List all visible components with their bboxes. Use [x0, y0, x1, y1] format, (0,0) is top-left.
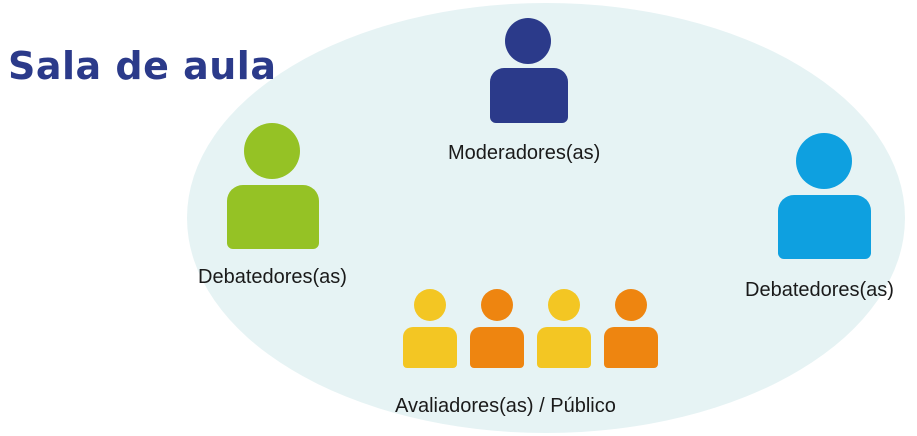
left-debater-body	[227, 185, 319, 249]
audience-person-3-icon	[537, 289, 591, 368]
audience-person-4-head	[615, 289, 647, 321]
left-debater-head	[244, 123, 300, 179]
right-debater-body	[778, 195, 871, 259]
right-debater-head	[796, 133, 852, 189]
diagram-title: Sala de aula	[8, 44, 277, 88]
moderator-body	[490, 68, 568, 123]
audience-person-3-body	[537, 327, 591, 368]
audience-person-1-body	[403, 327, 457, 368]
right-debater-person-icon	[778, 133, 871, 259]
audience-person-4-icon	[604, 289, 658, 368]
left-debater-label: Debatedores(as)	[198, 266, 347, 288]
right-debater-label: Debatedores(as)	[745, 279, 894, 301]
audience-person-2-icon	[470, 289, 524, 368]
audience-person-1-head	[414, 289, 446, 321]
left-debater-person-icon	[227, 123, 319, 249]
audience-person-2-head	[481, 289, 513, 321]
moderator-head	[505, 18, 551, 64]
audience-label: Avaliadores(as) / Público	[395, 395, 616, 417]
audience-person-2-body	[470, 327, 524, 368]
audience-person-3-head	[548, 289, 580, 321]
moderator-person-icon	[490, 18, 568, 123]
moderator-label: Moderadores(as)	[448, 142, 601, 164]
audience-person-4-body	[604, 327, 658, 368]
audience-person-1-icon	[403, 289, 457, 368]
